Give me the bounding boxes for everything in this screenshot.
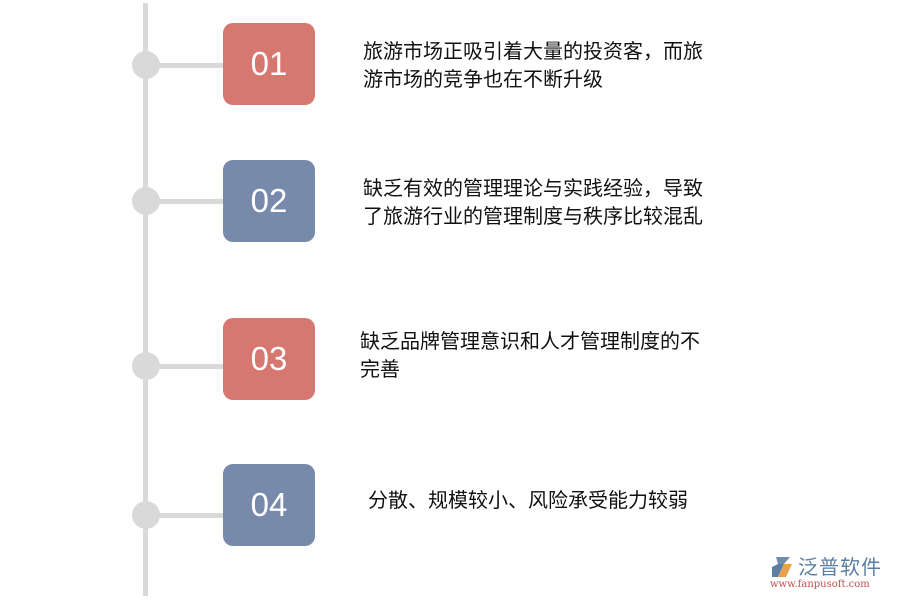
text-line: 缺乏有效的管理理论与实践经验，导致	[363, 176, 703, 200]
connector-line	[146, 199, 224, 204]
connector-line	[146, 63, 224, 68]
step-description-04: 分散、规模较小、风险承受能力较弱	[368, 486, 768, 514]
step-badge-02: 02	[223, 160, 315, 242]
step-description-02: 缺乏有效的管理理论与实践经验，导致 了旅游行业的管理制度与秩序比较混乱	[363, 174, 763, 230]
logo-name: 泛普软件	[798, 555, 882, 579]
timeline-axis	[143, 3, 148, 596]
timeline-node	[132, 501, 160, 529]
timeline-node	[132, 352, 160, 380]
step-description-01: 旅游市场正吸引着大量的投资客，而旅 游市场的竞争也在不断升级	[363, 37, 763, 93]
step-badge-04: 04	[223, 464, 315, 546]
fanpu-logo: 泛普软件 www.fanpusoft.com	[768, 550, 896, 596]
fanpu-logo-icon	[772, 557, 792, 577]
text-line: 游市场的竞争也在不断升级	[363, 67, 603, 91]
connector-line	[146, 364, 224, 369]
logo-url: www.fanpusoft.com	[770, 579, 870, 590]
step-description-03: 缺乏品牌管理意识和人才管理制度的不 完善	[360, 327, 760, 383]
text-line: 缺乏品牌管理意识和人才管理制度的不	[360, 329, 700, 353]
step-badge-01: 01	[223, 23, 315, 105]
text-line: 了旅游行业的管理制度与秩序比较混乱	[363, 204, 703, 228]
timeline-node	[132, 51, 160, 79]
timeline-node	[132, 187, 160, 215]
text-line: 完善	[360, 357, 400, 381]
text-line: 分散、规模较小、风险承受能力较弱	[368, 488, 688, 512]
connector-line	[146, 513, 224, 518]
step-badge-03: 03	[223, 318, 315, 400]
text-line: 旅游市场正吸引着大量的投资客，而旅	[363, 39, 703, 63]
